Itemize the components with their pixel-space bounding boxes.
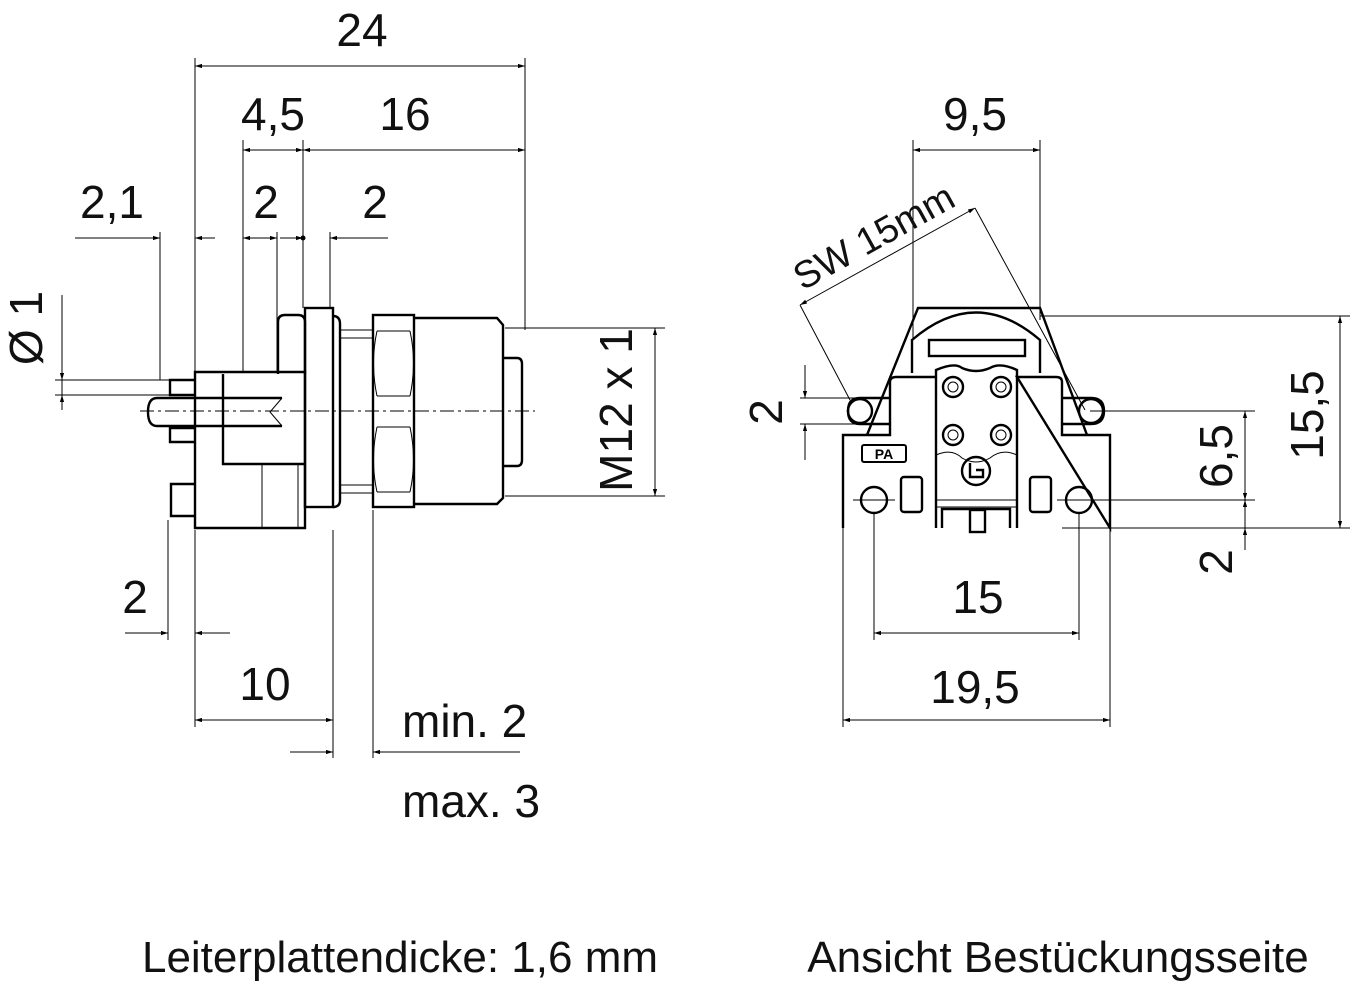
dim-lower-pin: 2 bbox=[122, 571, 148, 623]
dim-overall-length: 24 bbox=[336, 4, 387, 56]
dim-total-width: 19,5 bbox=[930, 661, 1020, 713]
brand-logo-icon bbox=[960, 455, 992, 487]
dim-thread: M12 x 1 bbox=[590, 328, 642, 492]
contact-holes bbox=[941, 375, 1013, 447]
dim-pitch-right: 2 bbox=[362, 176, 388, 228]
pa-marking: PA bbox=[861, 444, 907, 463]
dim-pin-offset: 2,1 bbox=[80, 176, 144, 228]
front-view-connector: PA bbox=[841, 306, 1112, 534]
dim-panel-min: min. 2 bbox=[402, 695, 527, 747]
side-view-dimensions: 24 4,5 16 2,1 2 2 Ø 1 M12 x 1 2 10 min. … bbox=[0, 4, 665, 827]
dim-wrench-size: SW 15mm bbox=[786, 176, 961, 299]
dim-body-depth: 10 bbox=[239, 658, 290, 710]
dim-lug-height: 2 bbox=[740, 399, 792, 425]
dim-top-width: 9,5 bbox=[943, 88, 1007, 140]
dim-front-length: 16 bbox=[379, 88, 430, 140]
dim-pitch-left: 2 bbox=[253, 176, 279, 228]
dim-bottom-offset: 2 bbox=[1190, 549, 1242, 575]
dim-flange-offset: 4,5 bbox=[241, 88, 305, 140]
front-view-dimensions: 9,5 SW 15mm 2 6,5 15,5 2 15 19,5 bbox=[740, 88, 1350, 727]
dim-total-height: 15,5 bbox=[1281, 370, 1333, 460]
side-view-connector bbox=[140, 306, 535, 530]
svg-text:PA: PA bbox=[875, 446, 893, 462]
caption-pcb-thickness: Leiterplattendicke: 1,6 mm bbox=[142, 933, 658, 982]
dim-hole-spacing: 15 bbox=[952, 571, 1003, 623]
dim-hole-height: 6,5 bbox=[1190, 424, 1242, 488]
caption-component-side-view: Ansicht Bestückungsseite bbox=[807, 933, 1308, 982]
dim-pin-diameter: Ø 1 bbox=[0, 291, 52, 365]
dim-panel-max: max. 3 bbox=[402, 775, 540, 827]
